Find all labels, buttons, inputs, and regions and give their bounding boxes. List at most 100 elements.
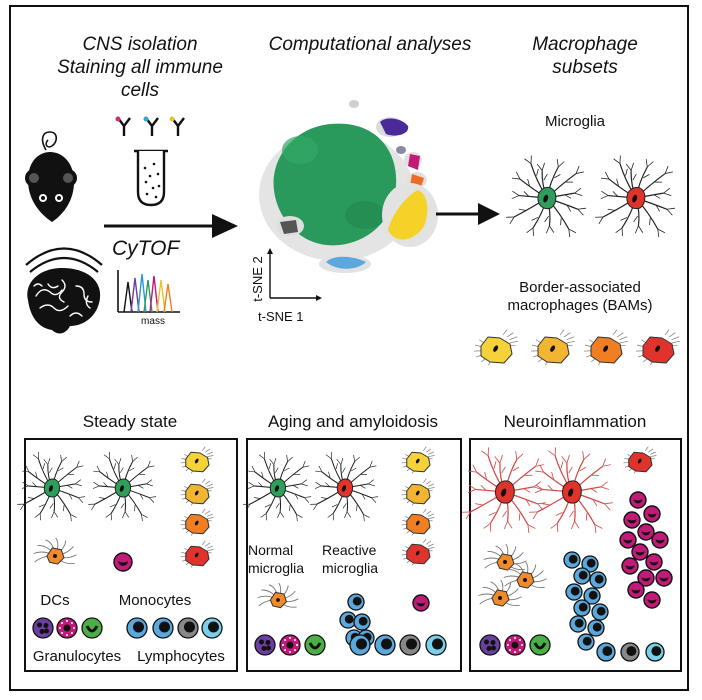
lymphocyte-icon — [425, 634, 447, 656]
bam-cell-icon — [401, 538, 435, 566]
bams-label: Border-associated macrophages (BAMs) — [495, 279, 665, 315]
monocyte-icon — [651, 531, 669, 549]
lymphocyte-icon — [596, 642, 616, 662]
antibody-icons — [115, 116, 185, 136]
arrow-to-subsets — [436, 203, 500, 225]
tsne-plot — [259, 100, 438, 301]
microglia-cell-icon — [462, 447, 546, 534]
granulocyte-icon — [504, 634, 526, 656]
bam-cell-icon — [401, 508, 435, 536]
neuroinflammation-title: Neuroinflammation — [503, 412, 647, 431]
granulocyte-icon — [279, 634, 301, 656]
bam-cell-icon — [180, 540, 214, 568]
monocyte-icon — [621, 557, 639, 575]
lymphocyte-icon — [563, 551, 581, 569]
granulocyte-icon — [529, 634, 551, 656]
lymphocyte-icon — [349, 634, 371, 656]
microglia-cell-icon — [310, 451, 379, 522]
bam-cell-icon — [180, 446, 214, 474]
cell-illustrations — [17, 155, 680, 662]
header-macrophage-line1: Macrophage — [532, 34, 638, 55]
bam-cell-icon — [401, 478, 435, 506]
lymphocyte-icon — [201, 617, 223, 639]
granulocyte-icon — [32, 617, 54, 639]
lymphocyte-icon — [347, 593, 365, 611]
mouse-icon — [25, 131, 77, 222]
header-macrophage-subsets: Macrophage subsets — [510, 33, 660, 79]
granulocytes-label: Granulocytes — [32, 648, 122, 665]
lymphocyte-icon — [591, 603, 609, 621]
bam-cell-icon — [180, 508, 214, 536]
bam-cell-icon — [623, 446, 657, 474]
cytof-spectrum-icon — [117, 270, 180, 313]
monocyte-icon — [627, 581, 645, 599]
arrow-to-analysis — [104, 214, 238, 238]
bam-cell-icon — [636, 329, 680, 366]
dcs-label: DCs — [40, 592, 70, 609]
figure-frame — [9, 5, 689, 691]
test-tube-icon — [134, 149, 168, 207]
monocyte-icon — [645, 553, 663, 571]
dc-cell-icon — [483, 543, 527, 571]
microglia-cell-icon — [243, 451, 312, 522]
microglia-cell-icon — [17, 451, 86, 522]
microglia-cell-icon — [506, 155, 586, 238]
bam-cell-icon — [474, 329, 518, 366]
granulocyte-icon — [254, 634, 276, 656]
tsne1-label: t-SNE 1 — [258, 309, 304, 324]
reactive-microglia-label: Reactive microglia — [322, 541, 402, 577]
monocyte-icon — [643, 505, 661, 523]
lymphocyte-icon — [565, 583, 583, 601]
lymphocyte-icon — [126, 617, 148, 639]
lymphocyte-icon — [399, 634, 421, 656]
granulocyte-icon — [304, 634, 326, 656]
neuroinflammation-panel — [469, 438, 682, 672]
lymphocyte-icon — [620, 642, 640, 662]
normal-microglia-label: Normal microglia — [248, 541, 318, 577]
lymphocyte-icon — [577, 633, 595, 651]
lymphocyte-icon — [339, 611, 357, 629]
monocyte-icon — [655, 569, 673, 587]
cytof-label: CyTOF — [112, 237, 180, 260]
antibody-icon — [143, 116, 159, 136]
brain-icon — [25, 247, 103, 334]
monocyte-icon — [623, 511, 641, 529]
bam-cell-icon — [531, 329, 575, 366]
microglia-label: Microglia — [544, 113, 605, 130]
bam-cell-icon — [584, 329, 628, 366]
lymphocytes-label: Lymphocytes — [137, 648, 225, 665]
header-cns-line2: Staining all immune cells — [57, 57, 223, 101]
mass-label: mass — [141, 316, 165, 327]
granulocyte-icon — [479, 634, 501, 656]
dc-cell-icon — [478, 579, 522, 607]
lymphocyte-icon — [573, 567, 591, 585]
lymphocyte-icon — [569, 615, 587, 633]
lymphocyte-icon — [177, 617, 199, 639]
reactive-line1: Reactive — [322, 542, 377, 558]
monocyte-icon — [631, 543, 649, 561]
monocyte-icon — [619, 531, 637, 549]
granulocyte-icon — [56, 617, 78, 639]
normal-line1: Normal — [248, 542, 294, 558]
microglia-cell-icon — [529, 447, 613, 534]
aging-title: Aging and amyloidosis — [267, 412, 439, 431]
monocyte-icon — [412, 594, 430, 612]
lymphocyte-icon — [583, 587, 601, 605]
reactive-line2: microglia — [322, 560, 379, 576]
bam-cell-icon — [180, 478, 214, 506]
header-cns-isolation: CNS isolation Staining all immune cells — [40, 33, 240, 102]
lymphocyte-icon — [587, 619, 605, 637]
bam-cell-icon — [401, 446, 435, 474]
dc-cell-icon — [257, 582, 299, 609]
microglia-cell-icon — [595, 155, 675, 238]
microglia-cell-icon — [88, 451, 157, 522]
dc-cell-icon — [503, 561, 547, 589]
lymphocyte-icon — [573, 599, 591, 617]
monocyte-icon — [113, 552, 133, 572]
monocyte-icon — [637, 569, 655, 587]
dc-cell-icon — [33, 537, 77, 565]
lymphocyte-icon — [353, 613, 371, 631]
antibody-icon — [169, 116, 185, 136]
bams-line2: macrophages (BAMs) — [507, 297, 653, 314]
